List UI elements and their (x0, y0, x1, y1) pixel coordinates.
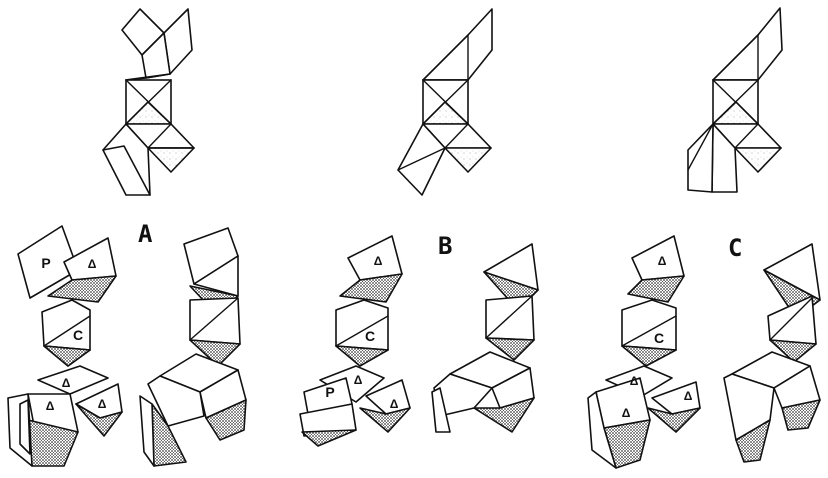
face-label-a-tri-left: Δ (46, 400, 55, 412)
panel-label-c: C (728, 236, 742, 260)
face-label-c-tri-left: Δ (622, 407, 631, 419)
face-label-b-tri-mid: Δ (354, 374, 363, 386)
panel-label-b: B (438, 234, 452, 258)
model-b-assembled (432, 244, 538, 432)
face-label-a-tri-mid: Δ (62, 377, 71, 389)
face-label-b-tri-top: Δ (374, 255, 383, 267)
net-c (688, 8, 782, 192)
face-label-c-c: C (654, 331, 664, 345)
model-a-assembled (140, 228, 246, 466)
net-b (398, 9, 492, 195)
face-label-b-p: P (325, 385, 334, 399)
face-label-a-tri-right: Δ (98, 398, 107, 410)
face-label-c-tri-mid: Δ (630, 375, 639, 387)
face-label-b-tri-right: Δ (390, 398, 399, 410)
face-label-a-c: C (73, 328, 83, 342)
face-label-b-c: C (365, 329, 375, 343)
net-a (103, 9, 194, 195)
face-label-a-tri-top: Δ (88, 258, 97, 270)
face-label-c-tri-top: Δ (658, 255, 667, 267)
panel-label-a: A (138, 222, 152, 246)
model-b-exploded (300, 236, 410, 446)
face-label-c-tri-right: Δ (684, 390, 693, 402)
model-c-assembled (724, 244, 820, 462)
model-a-exploded (8, 226, 122, 466)
model-c-exploded (588, 236, 700, 468)
face-label-a-p: P (41, 256, 50, 270)
